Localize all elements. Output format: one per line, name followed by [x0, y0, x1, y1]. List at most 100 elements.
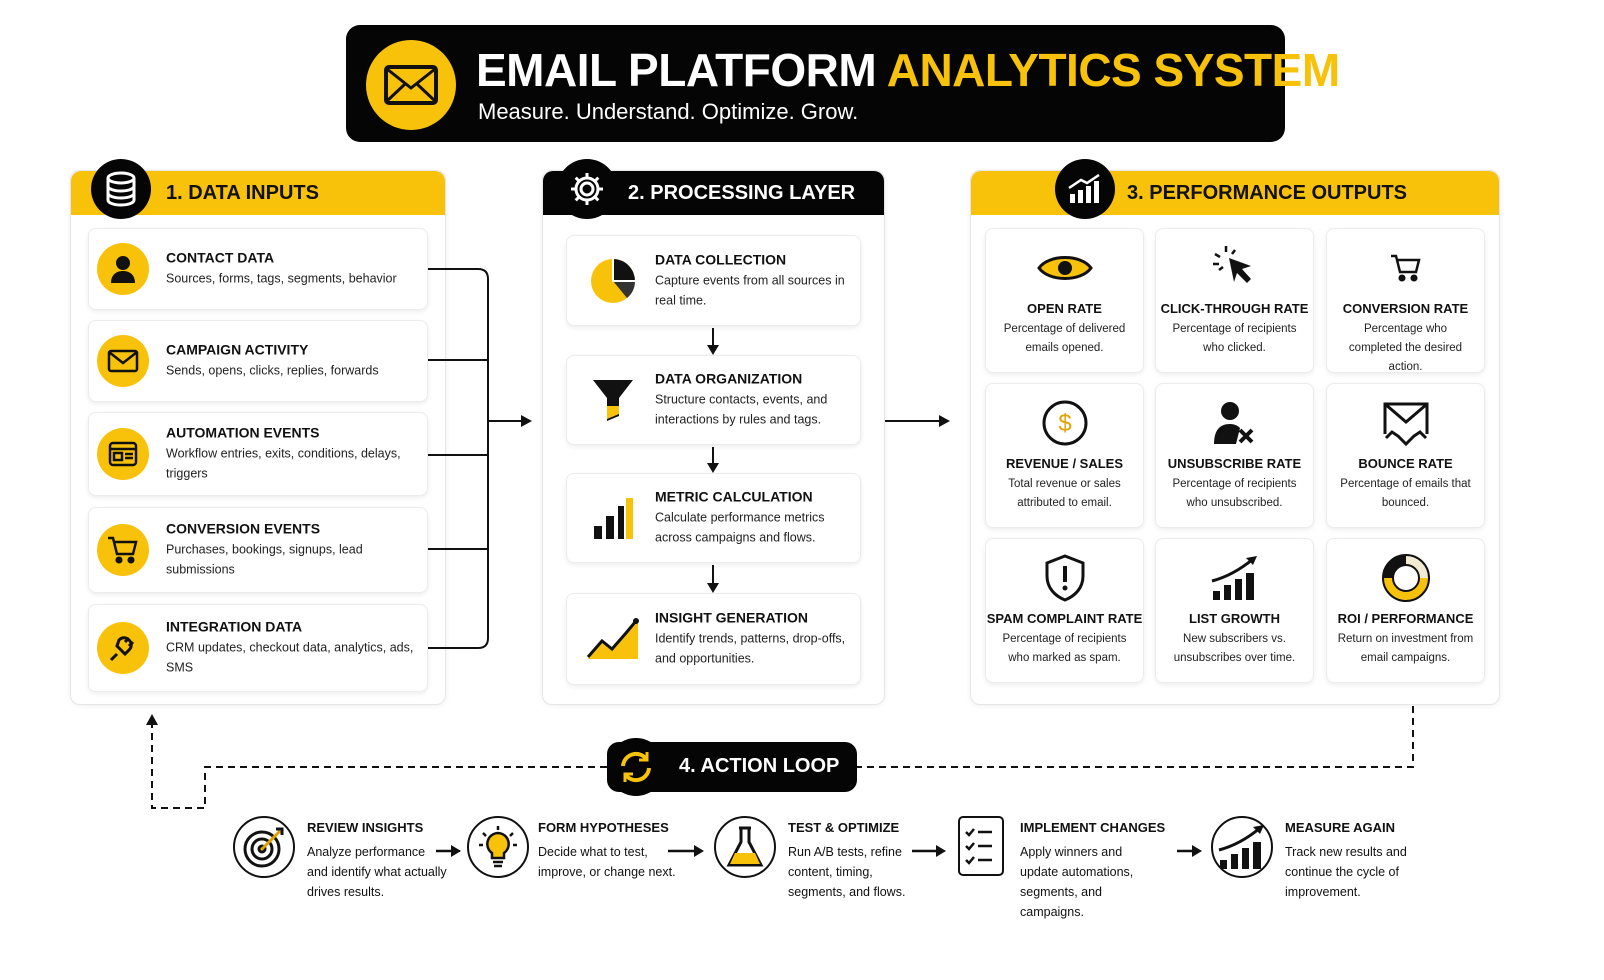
step-description: Decide what to test, improve, or change …	[538, 845, 676, 879]
metric-description: Percentage of recipients who unsubscribe…	[1172, 478, 1297, 509]
card-title: CONVERSION EVENTS	[166, 520, 321, 537]
panel-title: 3. PERFORMANCE OUTPUTS	[1127, 181, 1408, 204]
subtitle: Measure. Understand. Optimize. Grow.	[478, 99, 859, 124]
arrow-right-icon	[668, 845, 704, 857]
input-card-conversion-events[interactable]: CONVERSION EVENTS Purchases, bookings, s…	[88, 507, 428, 593]
metric-card-unsubscribe-rate[interactable]: UNSUBSCRIBE RATE Percentage of recipient…	[1155, 383, 1314, 528]
growth-chart-icon	[1211, 816, 1273, 878]
card-title: AUTOMATION EVENTS	[166, 424, 320, 441]
metric-title: BOUNCE RATE	[1358, 456, 1453, 471]
metric-description: Percentage who completed the desired act…	[1348, 323, 1463, 373]
input-card-contact-data[interactable]: CONTACT DATA Sources, forms, tags, segme…	[88, 228, 428, 310]
svg-text:$: $	[1058, 410, 1071, 437]
metric-description: New subscribers vs. unsubscribes over ti…	[1173, 633, 1296, 664]
arrow-right-icon	[912, 845, 946, 857]
step-description: Analyze performance and identify what ac…	[307, 845, 447, 899]
metric-description: Percentage of recipients who marked as s…	[1002, 633, 1127, 664]
card-description: Sources, forms, tags, segments, behavior	[166, 271, 397, 286]
metric-title: REVENUE / SALES	[1005, 456, 1124, 471]
title-white: EMAIL PLATFORM	[476, 44, 877, 96]
card-description: Workflow entries, exits, conditions, del…	[166, 446, 401, 481]
metric-card-open-rate[interactable]: OPEN RATE Percentage of delivered emails…	[985, 228, 1144, 373]
step-title-measure-again: MEASURE AGAIN	[1285, 820, 1396, 835]
gear-icon	[557, 159, 617, 219]
step-description: Run A/B tests, refine content, timing, s…	[788, 845, 906, 899]
metric-card-conversion-rate[interactable]: CONVERSION RATE Percentage who completed…	[1326, 228, 1485, 373]
target-icon	[233, 816, 295, 878]
checklist-icon	[958, 816, 1004, 876]
card-description: Purchases, bookings, signups, lead submi…	[166, 542, 363, 577]
card-title: CONTACT DATA	[166, 249, 275, 266]
metric-title: OPEN RATE	[1027, 301, 1102, 316]
panel-title: 2. PROCESSING LAYER	[628, 181, 856, 204]
input-card-campaign-activity[interactable]: CAMPAIGN ACTIVITY Sends, opens, clicks, …	[88, 320, 428, 402]
lightbulb-icon	[467, 816, 529, 878]
metric-title: CLICK-THROUGH RATE	[1160, 301, 1309, 316]
database-icon	[91, 159, 151, 219]
metric-description: Return on investment from email campaign…	[1337, 633, 1474, 664]
card-title: METRIC CALCULATION	[655, 488, 813, 505]
card-title: CAMPAIGN ACTIVITY	[166, 341, 309, 358]
metric-title: ROI / PERFORMANCE	[1337, 611, 1474, 626]
action-loop-title: 4. ACTION LOOP	[679, 755, 840, 777]
growth-chart-icon	[1055, 159, 1115, 219]
panel-title: 1. DATA INPUTS	[166, 181, 319, 204]
metric-card-list-growth[interactable]: LIST GROWTH New subscribers vs. unsubscr…	[1155, 538, 1314, 683]
arrow-right-icon	[1177, 845, 1202, 857]
step-title-review-insights: REVIEW INSIGHTS	[307, 820, 424, 835]
dollar-icon: $	[986, 398, 1143, 448]
metric-card-revenue-sales[interactable]: $ REVENUE / SALES Total revenue or sales…	[985, 383, 1144, 528]
metric-title: CONVERSION RATE	[1342, 301, 1469, 316]
envelope-icon	[366, 40, 456, 130]
input-card-automation-events[interactable]: AUTOMATION EVENTS Workflow entries, exit…	[88, 412, 428, 496]
metric-card-spam-complaint-rate[interactable]: SPAM COMPLAINT RATE Percentage of recipi…	[985, 538, 1144, 683]
bounced-mail-icon	[1327, 398, 1484, 448]
process-card-insight-generation[interactable]: INSIGHT GENERATION Identify trends, patt…	[566, 593, 861, 685]
metric-card-click-through-rate[interactable]: CLICK-THROUGH RATE Percentage of recipie…	[1155, 228, 1314, 373]
metric-card-roi-performance[interactable]: ROI / PERFORMANCE Return on investment f…	[1326, 538, 1485, 683]
process-card-metric-calculation[interactable]: METRIC CALCULATION Calculate performance…	[566, 473, 861, 563]
input-card-integration-data[interactable]: INTEGRATION DATA CRM updates, checkout d…	[88, 604, 428, 692]
card-description: Identify trends, patterns, drop-offs, an…	[655, 631, 846, 666]
card-title: DATA ORGANIZATION	[655, 370, 803, 387]
shield-alert-icon	[986, 553, 1143, 603]
user-remove-icon	[1156, 398, 1313, 448]
growth-chart-icon	[1156, 553, 1313, 603]
envelope-icon	[97, 335, 149, 387]
process-card-data-collection[interactable]: DATA COLLECTION Capture events from all …	[566, 235, 861, 326]
plug-icon	[97, 622, 149, 674]
cart-icon	[1327, 243, 1484, 293]
title-banner: EMAIL PLATFORM ANALYTICS SYSTEM Measure.…	[346, 25, 1340, 142]
metric-card-bounce-rate[interactable]: BOUNCE RATE Percentage of emails that bo…	[1326, 383, 1485, 528]
metric-description: Percentage of recipients who clicked.	[1172, 323, 1297, 354]
title-yellow: ANALYTICS SYSTEM	[886, 44, 1340, 96]
trend-area-icon	[583, 617, 643, 661]
card-description: Calculate performance metrics across cam…	[655, 510, 825, 545]
browser-window-icon	[97, 428, 149, 480]
card-title: DATA COLLECTION	[655, 251, 787, 267]
refresh-icon	[607, 738, 665, 796]
step-title-implement-changes: IMPLEMENT CHANGES	[1020, 820, 1166, 835]
step-description: Apply winners and update automations, se…	[1020, 845, 1134, 919]
card-description: Sends, opens, clicks, replies, forwards	[166, 363, 379, 378]
donut-chart-icon	[1327, 553, 1484, 603]
eye-icon	[986, 243, 1143, 293]
step-title-test-optimize: TEST & OPTIMIZE	[788, 820, 900, 835]
funnel-icon	[583, 378, 643, 422]
cart-icon	[97, 524, 149, 576]
arrow-right-icon	[436, 845, 461, 857]
card-description: Structure contacts, events, and interact…	[655, 392, 828, 427]
user-icon	[97, 243, 149, 295]
metric-title: UNSUBSCRIBE RATE	[1167, 456, 1302, 471]
step-description: Track new results and continue the cycle…	[1285, 845, 1407, 899]
metric-title: LIST GROWTH	[1189, 611, 1280, 626]
metric-description: Percentage of emails that bounced.	[1340, 478, 1471, 509]
page-title: EMAIL PLATFORM ANALYTICS SYSTEM	[476, 43, 1340, 97]
metric-title: SPAM COMPLAINT RATE	[986, 611, 1143, 626]
card-description: CRM updates, checkout data, analytics, a…	[166, 640, 414, 675]
action-loop-badge: 4. ACTION LOOP	[607, 738, 857, 796]
step-title-form-hypotheses: FORM HYPOTHESES	[538, 820, 669, 835]
process-card-data-organization[interactable]: DATA ORGANIZATION Structure contacts, ev…	[566, 355, 861, 445]
cursor-click-icon	[1156, 243, 1313, 293]
bar-chart-icon	[583, 496, 643, 540]
